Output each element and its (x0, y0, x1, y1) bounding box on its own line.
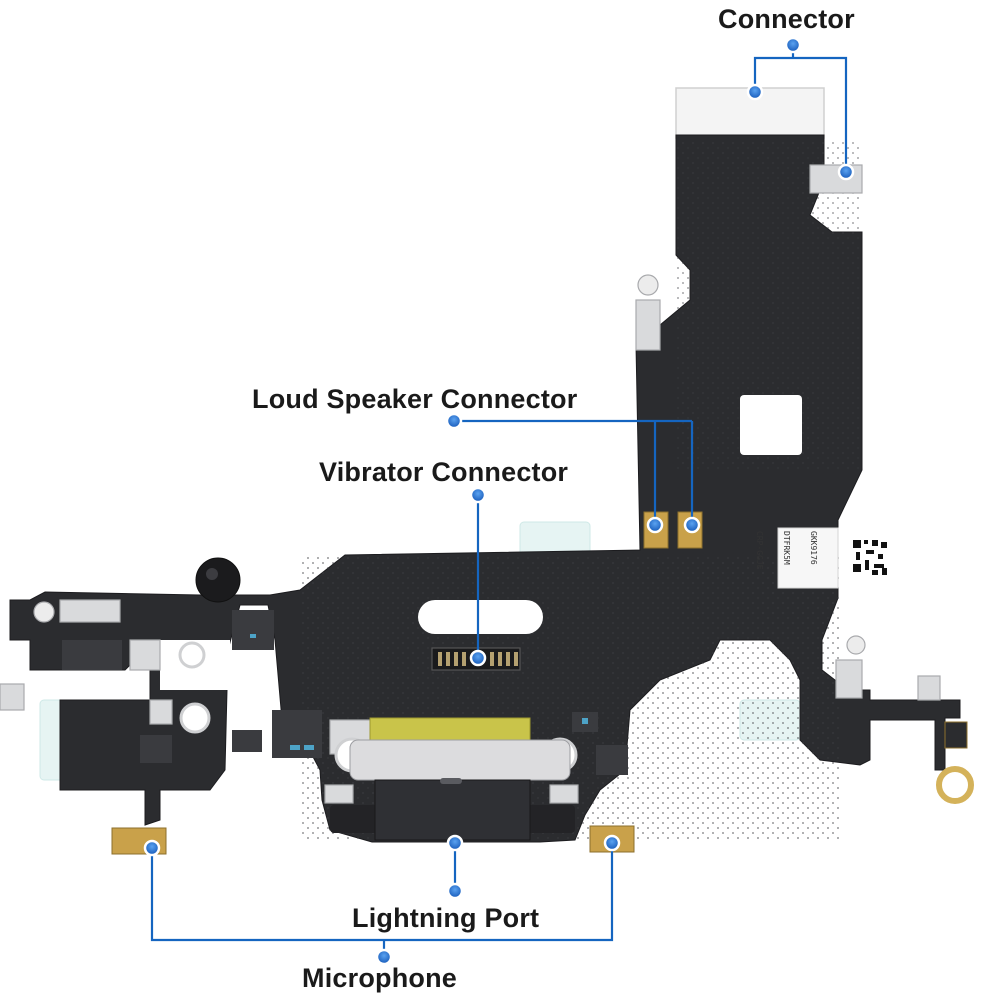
microphone-point-dot-2 (603, 834, 621, 852)
cable-oval-hole (418, 600, 543, 634)
lightning-point-dot (446, 834, 464, 852)
sticker-text: GKK9176 DTFRK5M CRP-GGJE (746, 531, 836, 570)
microphone-point-dot-1 (143, 839, 161, 857)
connector-label-dot (784, 36, 802, 54)
callout-dots (143, 36, 855, 966)
vibrator-motor (195, 557, 241, 603)
connector-point-dot-2 (837, 163, 855, 181)
vibrator-connector-label: Vibrator Connector (319, 457, 569, 487)
smd-components (62, 610, 628, 775)
cable-slot (740, 395, 802, 455)
metal-brackets (0, 164, 941, 804)
microphone-label-dot (375, 948, 393, 966)
lightning-port-label: Lightning Port (352, 903, 540, 933)
sticker-line-3: CRP-GGJE (755, 531, 764, 570)
lightning-label-dot (446, 882, 464, 900)
gold-ring (936, 766, 974, 804)
vibrator-point-dot (469, 649, 487, 667)
loud-speaker-point-dot-2 (683, 516, 701, 534)
sticker-line-2: DTFRK5M (782, 531, 791, 565)
loud-speaker-connector-label: Loud Speaker Connector (252, 384, 578, 414)
barcode-sticker (777, 527, 890, 589)
microphone-label: Microphone (302, 963, 457, 993)
connector-point-dot-1 (746, 83, 764, 101)
lightning-port (330, 717, 575, 841)
connector-label: Connector (718, 4, 855, 34)
loud-speaker-point-dot-1 (646, 516, 664, 534)
vibrator-label-dot (469, 486, 487, 504)
loud-speaker-label-dot (445, 412, 463, 430)
sticker-line-1: GKK9176 (809, 531, 818, 565)
